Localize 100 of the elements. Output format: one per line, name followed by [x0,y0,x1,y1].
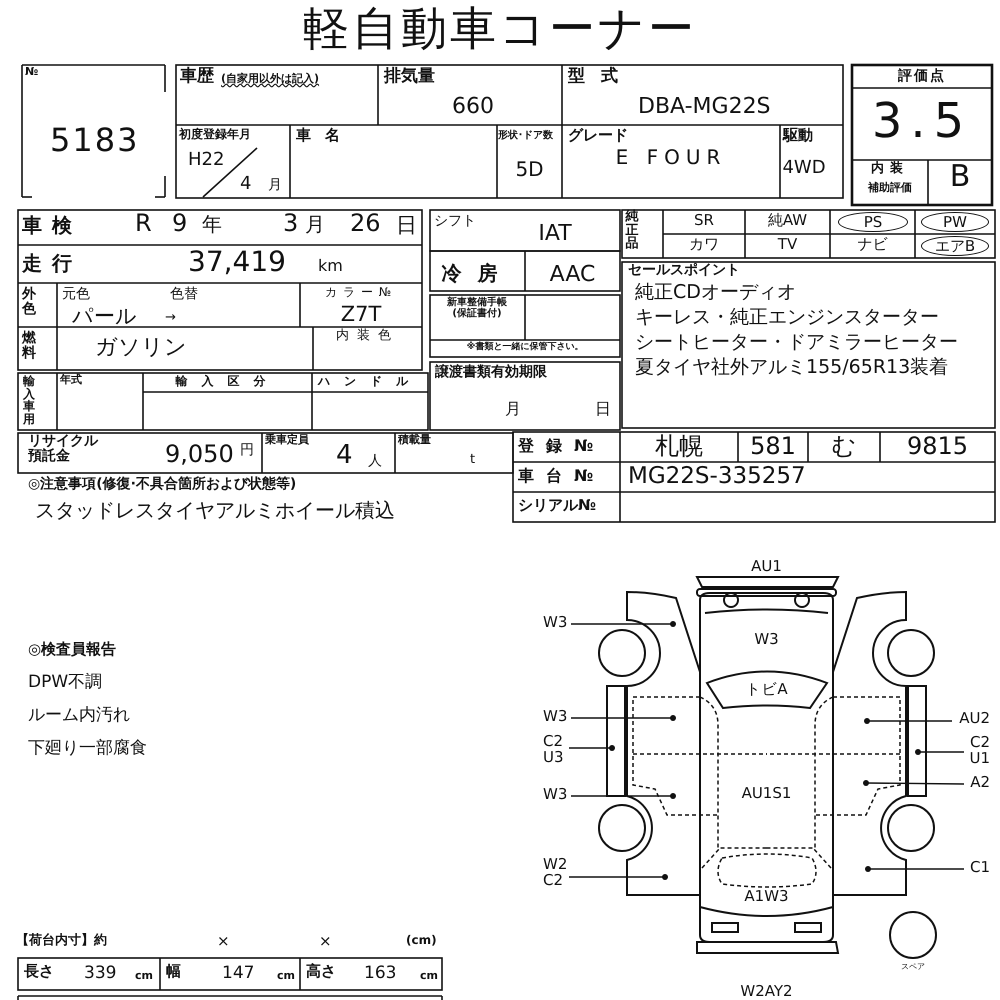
damage-code: A2 [962,775,990,791]
field-label: 円 [240,442,254,458]
leader-line [571,621,676,627]
field-label: 車歴 [180,67,214,87]
field-label: 車名 [296,127,354,144]
field-value: 3 [283,210,298,238]
field-label: 高さ [306,963,336,980]
field-label: t [470,453,476,468]
leader-line [865,866,964,872]
leader-line [569,745,615,751]
damage-code: C2 U1 [962,735,990,766]
field-label: 人 [368,453,382,470]
field-label: 燃料 [20,331,37,360]
field-value: 5D [514,158,545,181]
field-value: H22 [188,150,224,171]
field-value: → [165,311,176,326]
field-value: IAT [537,221,573,246]
note-text: 純正CDオーディオ [635,282,796,304]
note-text: キーレス・純正エンジンスターター [635,307,939,329]
field-label: 【荷台内寸】約 [16,934,107,949]
field-value: AAC [548,262,596,288]
field-value: 147 [222,964,254,984]
field-label: 登録№ [518,437,606,456]
field-value: E FOUR [614,146,728,169]
field-label: (自家用以外は記入) [221,73,320,86]
field-value: ガソリン [95,335,187,360]
field-value: カワ [688,236,720,254]
field-label: 輸入車用 [22,375,36,426]
field-value: 札幌 [654,433,704,461]
field-value: MG22S-335257 [628,463,806,490]
page-title: 軽自動車コーナー [302,2,698,55]
field-label: 排気量 [384,67,435,87]
field-label: 車検 [22,214,82,237]
leader-line [569,874,668,880]
damage-code: W3 [543,615,573,631]
field-label: 型式 [568,67,634,87]
field-value: 4 [336,441,353,471]
field-label: cm [277,970,295,983]
field-label: 純正品 [624,210,640,251]
field-value: 4WD [781,158,827,179]
field-label: リサイクル預託金 [28,434,100,464]
leader-line [571,715,676,721]
field-value: 339 [84,964,116,984]
field-value: DBA-MG22S [638,94,771,120]
field-value: 26 [350,210,381,238]
field-value: ナビ [856,236,888,254]
damage-code: C2 U3 [543,734,571,766]
field-value: 9,050 [165,441,234,469]
field-label: 走行 [22,252,82,275]
damage-code: C1 [962,860,990,876]
field-label: 評価点 [896,68,947,84]
leader-line [915,749,964,755]
field-value: 163 [364,964,396,984]
field-value: 9815 [906,433,970,461]
field-label: 年 [202,213,222,236]
field-label: 幅 [166,963,181,980]
field-value: 5183 [50,122,140,159]
leader-line [864,718,952,724]
damage-code: AU2 [950,711,990,727]
field-label: セールスポイント [628,262,740,278]
field-value: R [135,210,152,238]
field-value: TV [776,236,798,254]
circled-option: PW [921,212,989,232]
note-text: シートヒーター・ドアミラーヒーター [635,332,958,354]
field-value: 660 [452,94,494,120]
field-label: 乗車定員 [265,434,309,447]
field-value: Z7T [340,302,382,326]
field-label: シリアル№ [518,497,596,514]
damage-code: AU1 [750,558,783,576]
field-label: 長さ [24,963,54,980]
note-text: ※書類と一緒に保管下さい。 [466,342,584,352]
field-label: 初度登録年月 [179,128,251,142]
note-text: 下廻り一部腐食 [28,739,147,759]
field-value: 3.5 [870,94,974,150]
field-label: 譲渡書類有効期限 [435,364,547,380]
note-text: DPW不調 [28,673,102,693]
field-label: 形状･ドア数 [498,130,553,142]
leader-line [571,793,676,799]
damage-code: トビA [744,681,790,698]
damage-code: W3 [753,631,780,648]
note-text: × [319,933,332,950]
field-label: 色替 [170,286,198,302]
field-label: ハンドル [316,375,423,389]
field-label: グレード [568,127,628,144]
circled-option: エアB [921,236,989,256]
note-text: ◎注意事項(修復·不具合箇所および状態等) [28,476,296,492]
damage-code: AU1S1 [740,785,792,802]
field-label: 月 [505,400,521,418]
field-label: 積載量 [398,434,431,447]
note-text: × [217,933,230,950]
field-value: む [830,433,858,461]
field-value: 9 [172,210,188,238]
field-label: 日 [595,400,611,418]
field-value: SR [693,212,715,230]
field-label: 内装色 [335,329,400,344]
field-label: 外色 [20,287,37,316]
field-label: 月 [305,213,325,236]
field-label: 日 [396,213,417,238]
field-label: 年式 [60,374,82,387]
field-label: 元色 [62,286,90,302]
